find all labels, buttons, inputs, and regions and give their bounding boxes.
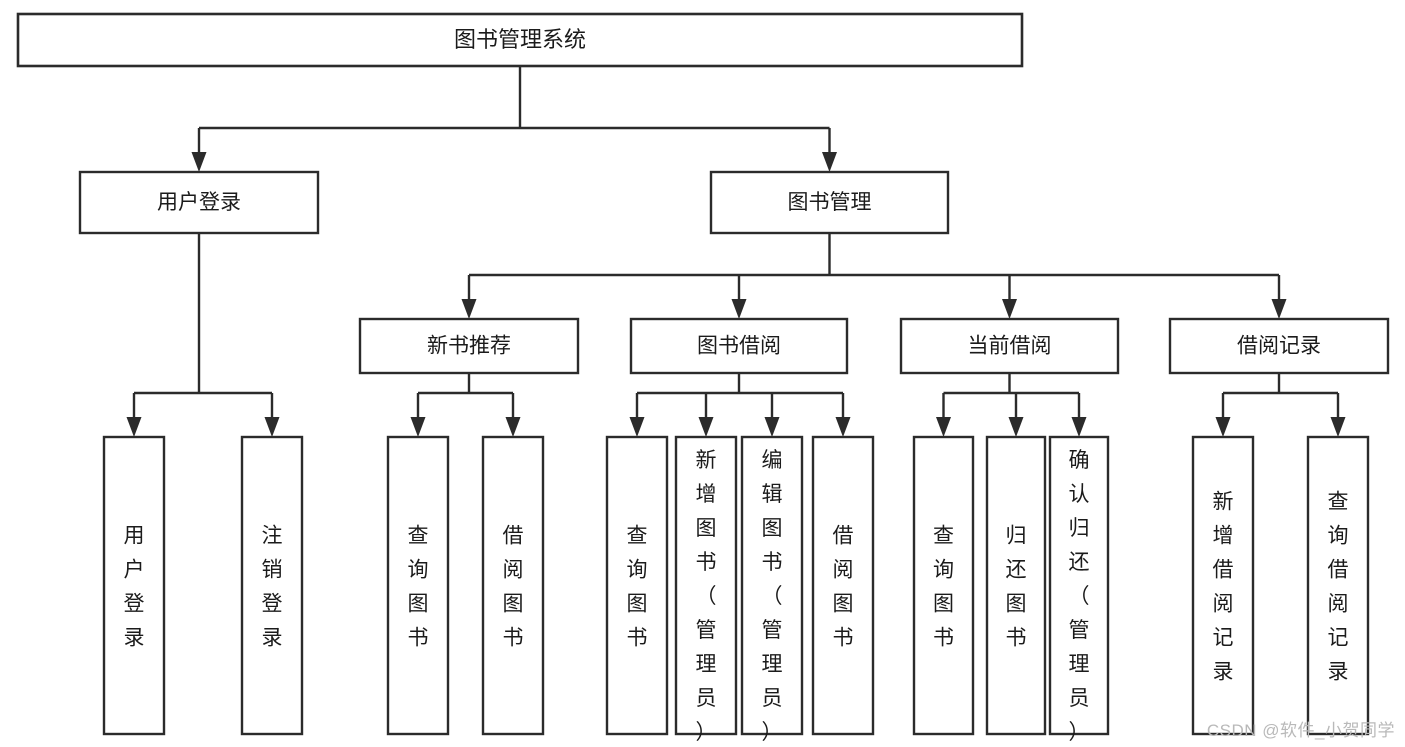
node-br-query-record[interactable]: 查询借阅记录: [1306, 435, 1370, 736]
node-label-bb-add-book: 新增图书（管理员）: [696, 449, 717, 744]
node-label-borrow-record: 借阅记录: [1237, 335, 1321, 358]
node-bb-query-book[interactable]: 查询图书: [605, 435, 669, 736]
node-label-bb-edit-book: 编辑图书（管理员）: [762, 449, 783, 744]
node-bb-borrow-book[interactable]: 借阅图书: [811, 435, 875, 736]
node-label-br-add-record: 新增借阅记录: [1213, 491, 1234, 684]
node-borrow-record[interactable]: 借阅记录: [1168, 317, 1390, 375]
node-label-new-book-recommend: 新书推荐: [427, 335, 511, 358]
node-label-user-logout: 注销登录: [262, 525, 283, 650]
arrowhead-icon: [936, 417, 951, 437]
node-layer: 图书管理系统用户登录用户登录注销登录图书管理新书推荐查询图书借阅图书图书借阅查询…: [16, 12, 1390, 744]
node-root[interactable]: 图书管理系统: [16, 12, 1024, 68]
edge-group-book-borrow: [629, 373, 851, 437]
arrowhead-icon: [835, 417, 851, 437]
node-box-bb-borrow-book[interactable]: [811, 435, 875, 736]
node-current-borrow[interactable]: 当前借阅: [899, 317, 1120, 375]
arrowhead-icon: [191, 152, 207, 172]
node-nbr-query-book[interactable]: 查询图书: [386, 435, 450, 736]
arrowhead-icon: [1008, 417, 1024, 437]
arrowhead-icon: [1215, 417, 1231, 437]
arrowhead-icon: [731, 299, 747, 319]
node-label-book-borrow: 图书借阅: [697, 335, 781, 358]
node-cb-confirm-return[interactable]: 确认归还（管理员）: [1048, 435, 1110, 744]
node-box-current-borrow[interactable]: [899, 317, 1120, 375]
node-label-nbr-query-book: 查询图书: [408, 525, 429, 650]
node-box-cb-return-book[interactable]: [985, 435, 1047, 736]
node-label-cb-query-book: 查询图书: [933, 525, 954, 650]
node-bb-add-book[interactable]: 新增图书（管理员）: [674, 435, 738, 744]
node-box-book-manage[interactable]: [709, 170, 950, 235]
arrowhead-icon: [822, 152, 837, 172]
node-user-login[interactable]: 用户登录: [78, 170, 320, 235]
node-box-bb-edit-book[interactable]: [740, 435, 804, 736]
node-cb-return-book[interactable]: 归还图书: [985, 435, 1047, 736]
node-new-book-recommend[interactable]: 新书推荐: [358, 317, 580, 375]
arrowhead-icon: [461, 299, 477, 319]
node-box-br-query-record[interactable]: [1306, 435, 1370, 736]
edge-group-current-borrow: [936, 373, 1087, 437]
node-label-user-login-do: 用户登录: [124, 525, 145, 650]
arrowhead-icon: [1330, 417, 1346, 437]
edge-group-book-manage: [461, 233, 1287, 319]
node-label-bb-borrow-book: 借阅图书: [833, 525, 854, 650]
node-label-user-login: 用户登录: [157, 191, 241, 214]
node-book-manage[interactable]: 图书管理: [709, 170, 950, 235]
connector-layer: [126, 66, 1346, 437]
arrowhead-icon: [764, 417, 780, 437]
node-label-bb-query-book: 查询图书: [627, 525, 648, 650]
node-label-book-manage: 图书管理: [788, 191, 872, 214]
node-label-cb-confirm-return: 确认归还（管理员）: [1069, 449, 1090, 744]
node-label-cb-return-book: 归还图书: [1006, 525, 1027, 650]
node-box-user-login-do[interactable]: [102, 435, 166, 736]
csdn-watermark: CSDN @软件_小贺同学: [1206, 721, 1395, 740]
node-bb-edit-book[interactable]: 编辑图书（管理员）: [740, 435, 804, 744]
arrowhead-icon: [1002, 299, 1017, 319]
node-box-cb-confirm-return[interactable]: [1048, 435, 1110, 736]
node-box-cb-query-book[interactable]: [912, 435, 975, 736]
node-book-borrow[interactable]: 图书借阅: [629, 317, 849, 375]
node-user-logout[interactable]: 注销登录: [240, 435, 304, 736]
arrowhead-icon: [264, 417, 280, 437]
edge-group-new-book-recommend: [410, 373, 521, 437]
arrowhead-icon: [1271, 299, 1287, 319]
arrowhead-icon: [1071, 417, 1087, 437]
arrowhead-icon: [698, 417, 714, 437]
edge-group-user-login: [126, 233, 280, 437]
node-nbr-borrow-book[interactable]: 借阅图书: [481, 435, 545, 736]
node-label-nbr-borrow-book: 借阅图书: [503, 525, 524, 650]
arrowhead-icon: [126, 417, 142, 437]
node-box-root[interactable]: [16, 12, 1024, 68]
node-label-br-query-record: 查询借阅记录: [1328, 491, 1349, 684]
node-box-user-logout[interactable]: [240, 435, 304, 736]
node-label-current-borrow: 当前借阅: [968, 335, 1052, 358]
arrowhead-icon: [410, 417, 426, 437]
edge-group-root: [191, 66, 837, 172]
node-box-bb-add-book[interactable]: [674, 435, 738, 736]
node-box-br-add-record[interactable]: [1191, 435, 1255, 736]
node-box-nbr-query-book[interactable]: [386, 435, 450, 736]
edge-group-borrow-record: [1215, 373, 1346, 437]
arrowhead-icon: [629, 417, 645, 437]
node-box-new-book-recommend[interactable]: [358, 317, 580, 375]
node-box-book-borrow[interactable]: [629, 317, 849, 375]
node-box-bb-query-book[interactable]: [605, 435, 669, 736]
node-label-root: 图书管理系统: [454, 27, 586, 52]
node-box-user-login[interactable]: [78, 170, 320, 235]
node-box-borrow-record[interactable]: [1168, 317, 1390, 375]
node-cb-query-book[interactable]: 查询图书: [912, 435, 975, 736]
node-user-login-do[interactable]: 用户登录: [102, 435, 166, 736]
arrowhead-icon: [505, 417, 521, 437]
node-br-add-record[interactable]: 新增借阅记录: [1191, 435, 1255, 736]
node-box-nbr-borrow-book[interactable]: [481, 435, 545, 736]
